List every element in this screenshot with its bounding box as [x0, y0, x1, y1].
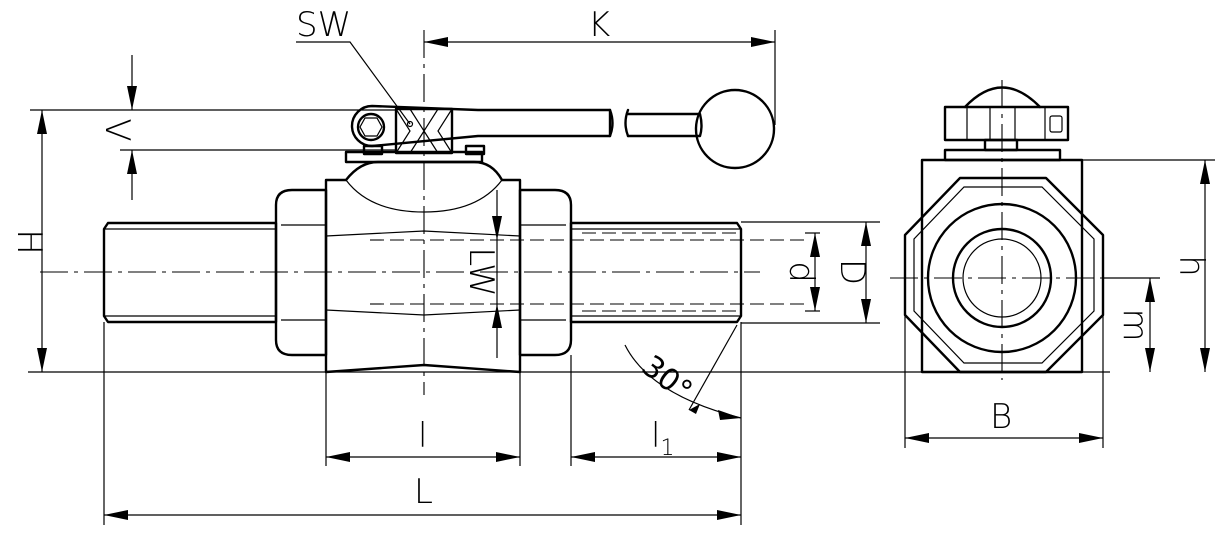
side-view: [40, 30, 805, 395]
label-d-large: D: [832, 259, 872, 285]
octagon-nut: [903, 176, 1105, 374]
dimension-labels: SW K V H LW d D h m B l l1 L 30°: [9, 5, 1211, 512]
label-m: m: [1115, 308, 1155, 341]
label-d-small: d: [781, 261, 821, 283]
label-h-small: h: [1171, 255, 1211, 277]
hex-socket-icon: [356, 112, 386, 142]
label-h-height: H: [9, 229, 49, 255]
label-k: K: [588, 5, 610, 45]
right-nut: [518, 188, 573, 357]
right-pipe-end: [569, 221, 743, 324]
dimension-lines: [28, 30, 1215, 525]
end-view: [890, 80, 1118, 380]
label-sw: SW: [296, 5, 351, 45]
label-l-total: L: [414, 472, 433, 512]
label-l: l: [418, 416, 427, 456]
label-l1: l1: [651, 416, 674, 461]
label-v: V: [97, 118, 137, 141]
label-lw: LW: [461, 247, 501, 296]
lever-handle: [350, 88, 776, 170]
label-b: B: [990, 397, 1012, 437]
lever-ball-knob: [694, 88, 776, 170]
